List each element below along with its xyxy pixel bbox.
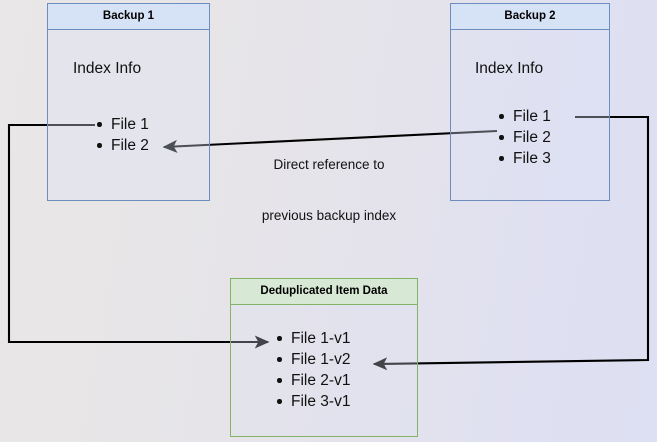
backup-2-index-info-label: Index Info [475, 59, 544, 77]
node-backup-1[interactable]: Backup 1 Index Info File 1 File 2 [47, 3, 210, 201]
list-item: File 1 [97, 114, 149, 135]
list-item: File 1-v1 [277, 328, 350, 349]
list-item: File 2 [499, 127, 551, 148]
node-deduplicated-item-data[interactable]: Deduplicated Item Data File 1-v1 File 1-… [230, 278, 418, 437]
list-item: File 1 [499, 106, 551, 127]
dedup-file-list: File 1-v1 File 1-v2 File 2-v1 File 3-v1 [277, 328, 350, 412]
backup-2-file-list: File 1 File 2 File 3 [499, 106, 551, 169]
node-deduplicated-item-data-title: Deduplicated Item Data [231, 279, 417, 305]
edge-label-line-2: previous backup index [261, 208, 397, 223]
backup-1-file-list: File 1 File 2 [97, 114, 149, 156]
list-item: File 2-v1 [277, 370, 350, 391]
list-item: File 3 [499, 148, 551, 169]
edge-label-direct-reference: Direct reference to previous backup inde… [244, 122, 414, 258]
backup-1-index-info-label: Index Info [73, 59, 142, 77]
node-backup-1-body: Index Info File 1 File 2 [48, 30, 209, 201]
list-item: File 2 [97, 135, 149, 156]
node-deduplicated-item-data-body: File 1-v1 File 1-v2 File 2-v1 File 3-v1 [231, 305, 417, 436]
list-item: File 3-v1 [277, 391, 350, 412]
node-backup-2[interactable]: Backup 2 Index Info File 1 File 2 File 3 [450, 3, 610, 201]
edge-label-line-1: Direct reference to [273, 157, 385, 172]
list-item: File 1-v2 [277, 349, 350, 370]
node-backup-2-title: Backup 2 [451, 4, 609, 30]
node-backup-1-title: Backup 1 [48, 4, 209, 30]
node-backup-2-body: Index Info File 1 File 2 File 3 [451, 30, 609, 201]
